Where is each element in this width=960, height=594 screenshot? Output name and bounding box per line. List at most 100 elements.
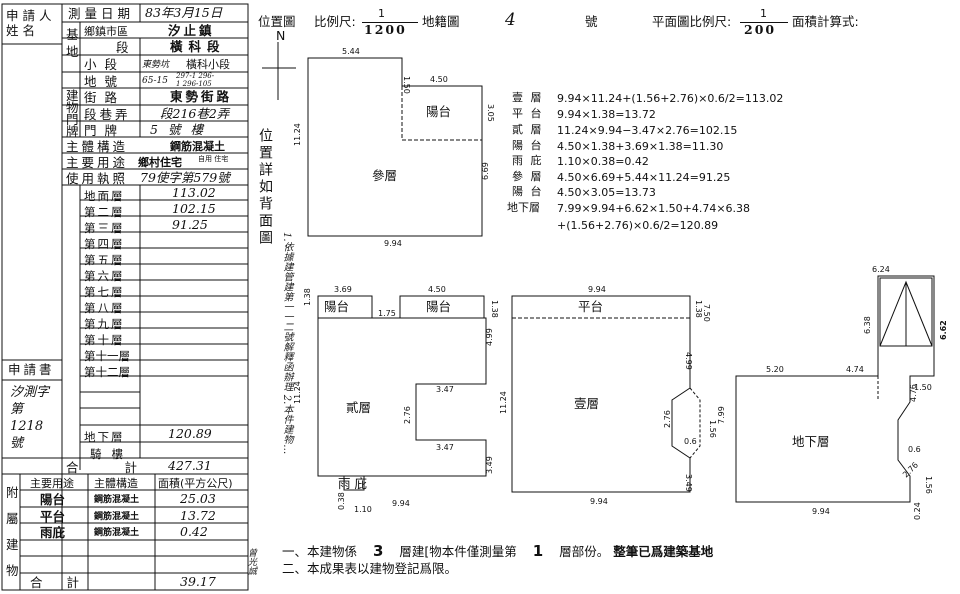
annex-area: 0.42 — [180, 524, 208, 539]
dim: 3.05 — [486, 104, 495, 122]
building-label: 建物門牌 — [66, 88, 79, 139]
usage-note: 自用 住宅 — [198, 155, 229, 163]
north-label: N — [276, 28, 286, 43]
calc-floor: 貳 層 — [512, 123, 544, 136]
second-floor-outline — [317, 317, 487, 477]
annex-usage: 雨庇 — [40, 525, 66, 540]
cadastral-no: 4 — [505, 10, 516, 30]
calc-formula: 4.50×3.05=13.73 — [557, 186, 656, 199]
scale-plan-num: 1 — [760, 7, 767, 20]
basement-outline — [735, 275, 935, 503]
street-label: 街路 — [84, 90, 126, 105]
first-floor-platform-label: 平台 — [578, 299, 604, 314]
application-label: 申請書 — [8, 362, 55, 377]
annex-label: 附屬建物 — [6, 485, 19, 578]
floor-name: 第五層 — [84, 253, 125, 267]
second-floor-canopy-label: 雨 庇 — [338, 476, 367, 491]
dim: 9.94 — [384, 239, 402, 248]
note1-floor-no: 1 — [532, 542, 544, 560]
scale-location-den: 1200 — [364, 22, 407, 37]
dim: 3.49 — [684, 474, 693, 492]
second-floor-balcony-right-label: 陽台 — [426, 299, 452, 314]
lot-value: 65-15 — [142, 76, 168, 86]
dim: 1.38 — [694, 300, 703, 318]
dim: 7.99 — [717, 406, 726, 424]
dim: 1.38 — [490, 300, 499, 318]
note1-suffix: 層部份。 — [559, 544, 610, 559]
structure-value: 鋼筋混凝土 — [170, 140, 225, 153]
calc-formula: 7.99×9.94+6.62×1.50+4.74×6.38 — [557, 202, 751, 215]
dim: 6.24 — [872, 265, 890, 274]
structure-label: 主體構造 — [66, 139, 129, 154]
dim: 9.94 — [588, 285, 606, 294]
first-floor-label: 壹層 — [574, 396, 600, 411]
note1-mid: 層建[物本件僅測量第 — [399, 544, 517, 559]
usage-label: 主要用途 — [66, 155, 129, 170]
dim: 0.24 — [913, 502, 922, 520]
street-value: 東勢街路 — [170, 89, 233, 104]
subsection-label: 小段 — [84, 57, 126, 72]
basement-label-plan: 地下層 — [792, 434, 830, 449]
dim: 7.50 — [702, 304, 711, 322]
side-note: 曾光誠 — [246, 548, 256, 575]
dim: 0.6 — [684, 437, 697, 446]
annex-area: 13.72 — [180, 508, 216, 523]
floor-name: 第九層 — [84, 317, 125, 331]
license-value: 79使字第579號 — [140, 170, 230, 185]
usage-value: 鄉村住宅 — [138, 156, 182, 169]
hao-label: 號 — [585, 14, 598, 29]
dim: 11.24 — [293, 123, 302, 146]
total-value: 427.31 — [168, 458, 212, 473]
annex-area: 25.03 — [180, 491, 216, 506]
dim: 11.24 — [293, 381, 302, 404]
floor-area: 113.02 — [172, 185, 216, 200]
annex-structure: 鋼筋混凝土 — [94, 512, 140, 522]
third-floor-label: 參層 — [372, 168, 398, 183]
dim: 9.94 — [392, 499, 410, 508]
form-grid — [1, 3, 249, 591]
floor-area: 91.25 — [172, 217, 208, 232]
annex-usage: 平台 — [40, 509, 66, 524]
dim: 6.69 — [481, 162, 490, 180]
section-label: 段 — [116, 40, 129, 55]
total-label: 合計 — [66, 460, 184, 475]
annex-total-label: 合計 — [30, 575, 104, 590]
dim: 3.47 — [436, 385, 454, 394]
floor-name: 第二層 — [84, 205, 125, 219]
dim: 3.69 — [334, 285, 352, 294]
dim: 0.6 — [908, 445, 921, 454]
note1-prefix: 一、本建物係 — [282, 544, 358, 559]
subsection-note: 東勢坑 — [142, 60, 170, 70]
dim: 4.76 — [909, 384, 918, 402]
dim: 1.56 — [708, 420, 717, 438]
dim: 3.49 — [485, 456, 494, 474]
floor-name: 第十層 — [84, 333, 125, 347]
cadastral-label: 地籍圖 — [422, 14, 460, 29]
basement-area: 120.89 — [168, 426, 212, 441]
location-map-label: 位置圖 — [258, 14, 296, 29]
third-floor-outline — [307, 57, 483, 237]
calc-floor: 雨 庇 — [512, 154, 544, 167]
second-floor-balcony-left-label: 陽台 — [324, 299, 350, 314]
dim: 1.38 — [303, 288, 312, 306]
calc-formula: 11.24×9.94−3.47×2.76=102.15 — [557, 124, 738, 137]
dim: 5.44 — [342, 47, 360, 56]
section-value: 橫科段 — [170, 39, 226, 54]
dim: 2.76 — [901, 460, 920, 479]
annex-usage: 陽台 — [40, 492, 66, 507]
calc-formula: +(1.56+2.76)×0.6/2=120.89 — [557, 219, 719, 232]
dim: 4.74 — [846, 365, 864, 374]
scale-plan-bar — [740, 22, 788, 23]
lane-value: 段216巷2弄 — [160, 106, 230, 121]
floor-area: 102.15 — [172, 201, 216, 216]
dim: 9.94 — [812, 507, 830, 516]
annex-area-label: 面積(平方公尺) — [158, 477, 233, 490]
note-2: 二、本成果表以建物登記爲限。 — [282, 561, 458, 576]
dim: 4.50 — [428, 285, 446, 294]
dim: 6.62 — [939, 320, 948, 340]
handwritten-note: 1.依據建管建第一一二號解釋函辦理 2.本件建物… — [281, 232, 292, 455]
lane-label: 段巷弄 — [84, 107, 131, 122]
scale-location-bar — [362, 22, 418, 23]
annex-usage-label: 主要用途 — [30, 477, 74, 490]
